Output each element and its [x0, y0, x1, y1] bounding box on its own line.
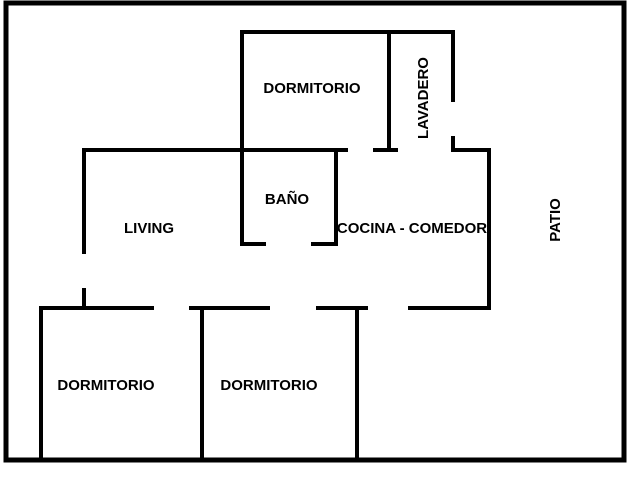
wall-lower-left-dormitorio	[39, 306, 154, 462]
label-dormitorio-top: DORMITORIO	[263, 80, 361, 97]
label-cocina-comedor: COCINA - COMEDOR	[337, 220, 487, 237]
label-lavadero: LAVADERO	[415, 57, 432, 139]
wall-lower-middle-dormitorio	[189, 306, 270, 462]
label-patio: PATIO	[547, 198, 564, 242]
label-dormitorio-bottom-middle: DORMITORIO	[220, 377, 318, 394]
label-living: LIVING	[124, 220, 174, 237]
middle-block-walls	[82, 148, 491, 310]
wall-bath-right	[311, 148, 338, 246]
label-dormitorio-bottom-left: DORMITORIO	[57, 377, 155, 394]
label-bano: BAÑO	[265, 190, 309, 208]
wall-bath-left	[240, 148, 266, 246]
lower-block-walls	[39, 306, 368, 462]
property-boundary	[3, 0, 627, 463]
wall-living-top	[82, 148, 348, 254]
wall-lower-right-dormitorio	[316, 306, 368, 462]
wall-kitchen-right	[408, 148, 491, 310]
wall-upper-dormitorio	[240, 30, 455, 152]
